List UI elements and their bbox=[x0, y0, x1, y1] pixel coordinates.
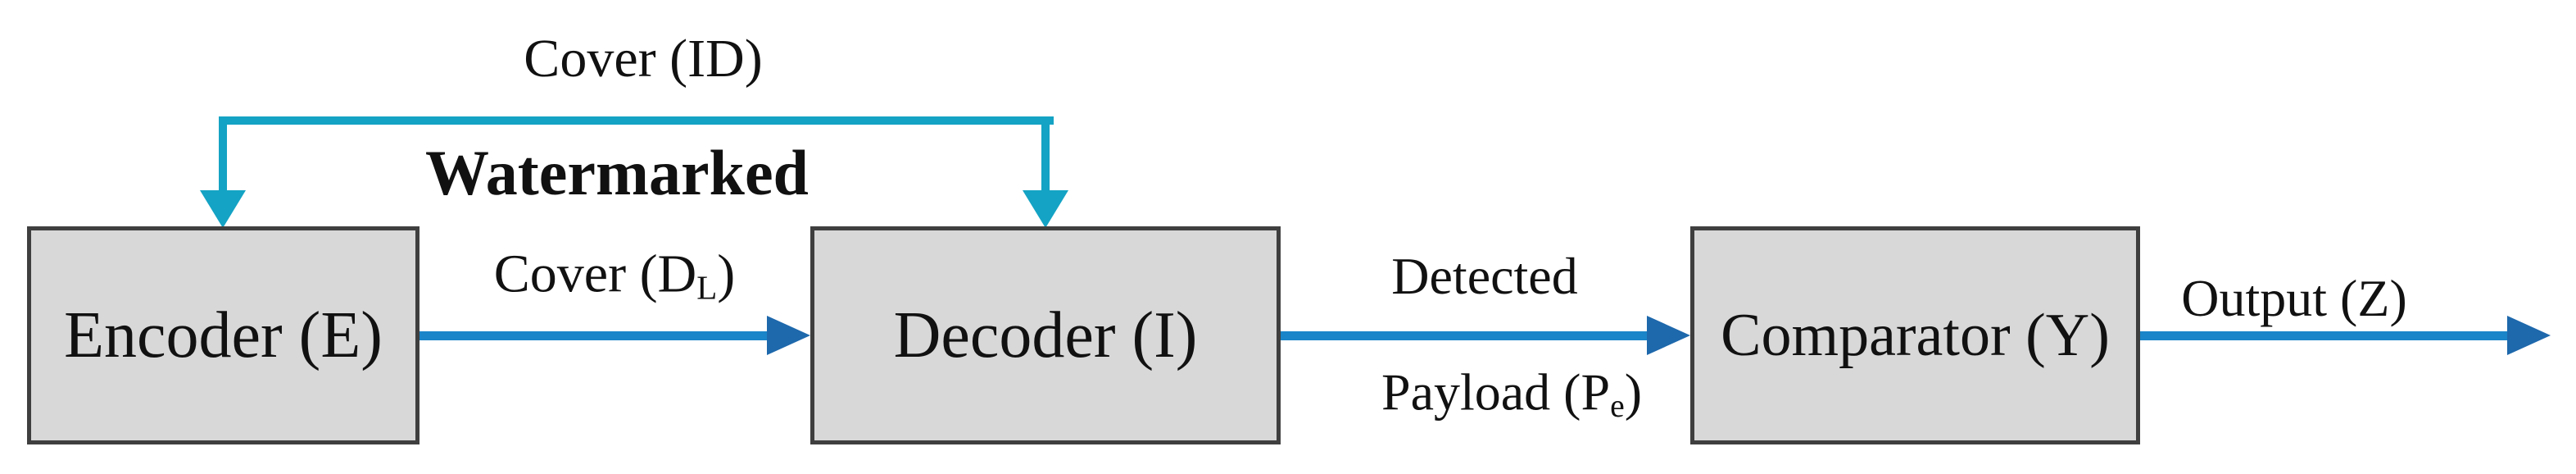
cover-dl-label-text: Cover (D bbox=[493, 244, 697, 304]
arrow-comparator-to-output bbox=[2140, 331, 2509, 340]
payload-label-close: ) bbox=[1624, 362, 1643, 422]
output-label: Output (Z) bbox=[2181, 269, 2407, 327]
payload-label-subscript: e bbox=[1610, 388, 1625, 425]
down-arrowhead-encoder-icon bbox=[200, 190, 246, 228]
cover-dl-label-close: ) bbox=[717, 244, 736, 304]
comparator-block-label: Comparator (Y) bbox=[1721, 302, 2110, 369]
feedback-line-horizontal bbox=[219, 116, 1054, 125]
feedback-line-vertical-decoder bbox=[1041, 116, 1050, 192]
down-arrowhead-decoder-icon bbox=[1023, 190, 1068, 228]
cover-id-label: Cover (ID) bbox=[524, 29, 763, 89]
right-arrowhead-decoder-icon bbox=[767, 316, 810, 355]
watermarked-label: Watermarked bbox=[425, 137, 809, 208]
encoder-block-label: Encoder (E) bbox=[64, 299, 383, 371]
encoder-block: Encoder (E) bbox=[27, 226, 420, 444]
feedback-line-vertical-encoder bbox=[219, 116, 227, 192]
arrow-encoder-to-decoder bbox=[420, 331, 769, 340]
decoder-block: Decoder (I) bbox=[810, 226, 1281, 444]
arrow-decoder-to-comparator bbox=[1281, 331, 1649, 340]
right-arrowhead-output-icon bbox=[2507, 316, 2551, 355]
right-arrowhead-comparator-icon bbox=[1647, 316, 1690, 355]
detected-label: Detected bbox=[1391, 247, 1578, 305]
cover-dl-label-subscript: L bbox=[696, 269, 718, 307]
comparator-block: Comparator (Y) bbox=[1690, 226, 2140, 444]
payload-label: Payload (Pe) bbox=[1381, 366, 1642, 422]
decoder-block-label: Decoder (I) bbox=[893, 299, 1198, 371]
cover-dl-label: Cover (DL) bbox=[494, 247, 735, 307]
payload-label-text: Payload (P bbox=[1381, 362, 1611, 422]
